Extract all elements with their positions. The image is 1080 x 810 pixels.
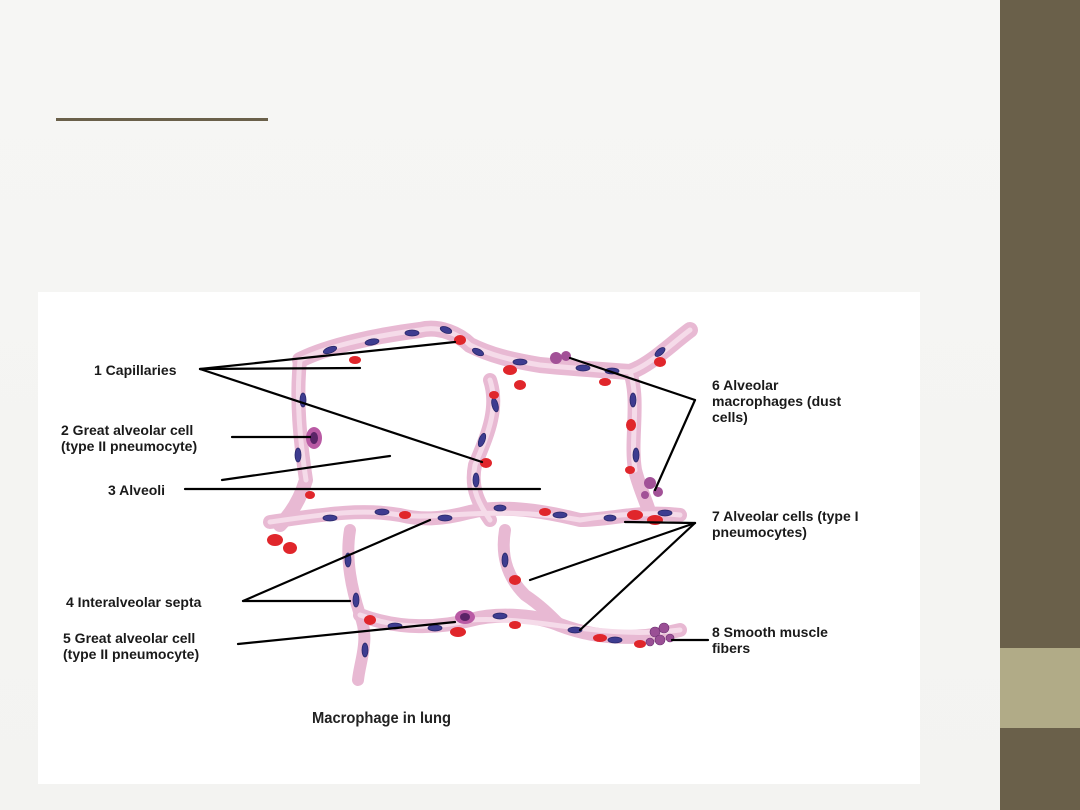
dust-cells [550, 351, 663, 499]
label-alveolar-cells-type-i: 7 Alveolar cells (type I pneumocytes) [712, 508, 859, 540]
label-great-alveolar-cell-bottom: 5 Great alveolar cell (type II pneumocyt… [63, 630, 200, 662]
figure-panel [38, 292, 920, 784]
sidebar-accent-block [1000, 648, 1080, 728]
type-ii-pneumocytes [306, 427, 475, 624]
label-great-alveolar-cell-top: 2 Great alveolar cell (type II pneumocyt… [61, 422, 198, 454]
label-alveolar-macrophages: 6 Alveolar macrophages (dust cells) [712, 377, 842, 425]
leader-lines [183, 340, 710, 646]
label-alveoli: 3 Alveoli [108, 482, 166, 498]
label-interalveolar-septa: 4 Interalveolar septa [66, 594, 202, 610]
cell-nuclei [294, 326, 673, 658]
label-smooth-muscle-fibers: 8 Smooth muscle fibers [712, 624, 828, 656]
smooth-muscle-cluster [645, 622, 675, 647]
title-underline [56, 118, 268, 121]
label-capillaries: 1 Capillaries [94, 362, 177, 378]
figure-caption: Macrophage in lung [312, 710, 452, 727]
